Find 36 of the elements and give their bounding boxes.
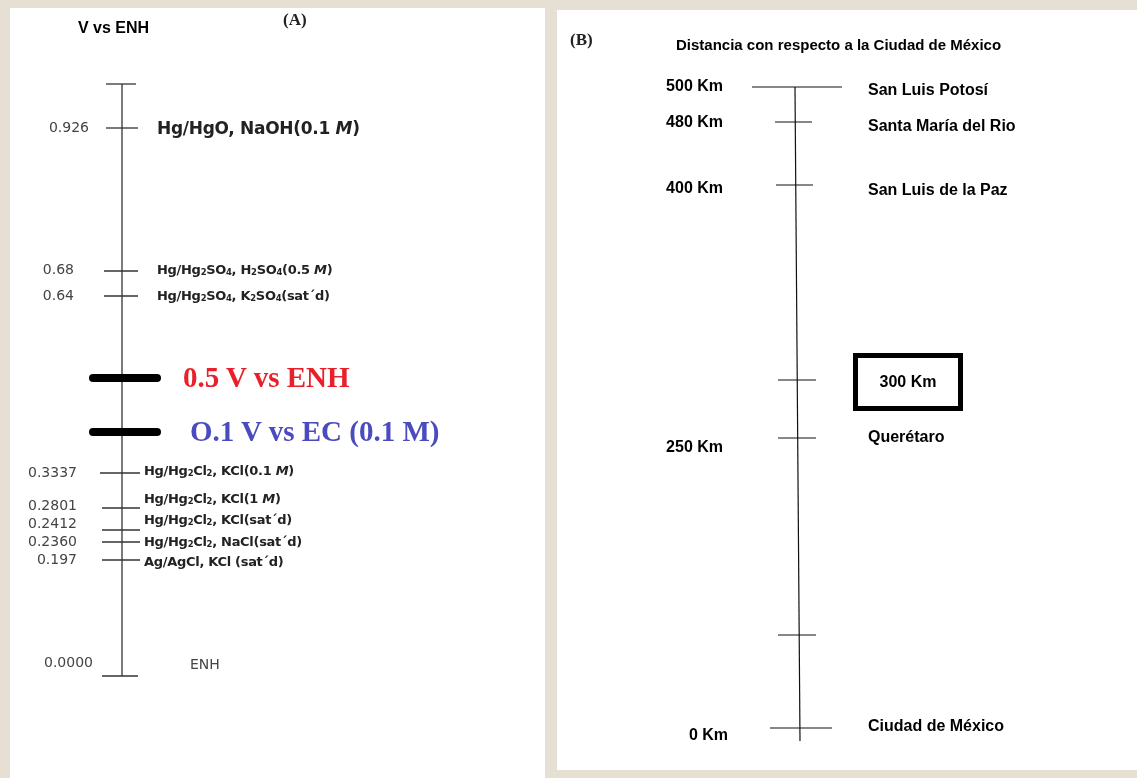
city-label: Santa María del Rio [868, 117, 1016, 135]
axis-title: V vs ENH [78, 19, 150, 37]
city-label: Querétaro [868, 428, 945, 446]
distance-value: 500 Km [666, 77, 723, 95]
tick-value: 0.2412 [28, 516, 77, 532]
electrode-label: Hg/Hg$_{2}$SO$_{4}$, H$_{2}$SO$_{4}$(0.5 M) [157, 262, 333, 278]
electrode-label: Hg/Hg$_{2}$Cl$_{2}$, NaCl(sat´d) [144, 534, 302, 550]
panel-letter: (A) [283, 10, 307, 30]
box-text: 300 Km [879, 373, 937, 391]
reference-label: ENH [190, 657, 220, 673]
electrode-label: Hg/Hg$_{2}$SO$_{4}$, K$_{2}$SO$_{4}$(sat´d) [157, 288, 330, 304]
potential-annotation: 0.5 V vs ENH [183, 362, 350, 394]
electrode-label: Hg/Hg$_{2}$Cl$_{2}$, KCl(1 M) [144, 491, 281, 507]
electrode-label: Hg/Hg$_{2}$Cl$_{2}$, KCl(0.1 M) [144, 463, 294, 479]
electrode-label: Ag/AgCl, KCl (sat´d) [144, 554, 284, 570]
potential-annotation: O.1 V vs EC (0.1 M) [190, 416, 440, 448]
tick-value: 0.0000 [44, 655, 93, 671]
city-label: San Luis Potosí [868, 81, 988, 99]
electrode-label: Hg/Hg$_{2}$Cl$_{2}$, KCl(sat´d) [144, 512, 292, 528]
electrode-label: Hg/HgO, NaOH(0.1 M) [157, 118, 360, 138]
distance-value: 480 Km [666, 113, 723, 131]
tick-value: 0.926 [48, 120, 89, 136]
distance-value: 250 Km [666, 438, 723, 456]
highlight-box [853, 353, 963, 411]
tick-value: 0.2801 [28, 498, 77, 514]
tick-value: 0.2360 [28, 534, 77, 550]
distance-value: 400 Km [666, 179, 723, 197]
tick-value: 0.3337 [28, 465, 77, 481]
panel-letter: (B) [570, 30, 593, 50]
city-label: San Luis de la Paz [868, 181, 1008, 199]
city-label: Ciudad de México [868, 717, 1005, 735]
distance-value: 0 Km [688, 726, 728, 744]
tick-value: 0.197 [36, 552, 77, 568]
tick-value: 0.64 [42, 288, 74, 304]
axis-title: Distancia con respecto a la Ciudad de México [676, 36, 1002, 54]
tick-value: 0.68 [42, 262, 74, 278]
